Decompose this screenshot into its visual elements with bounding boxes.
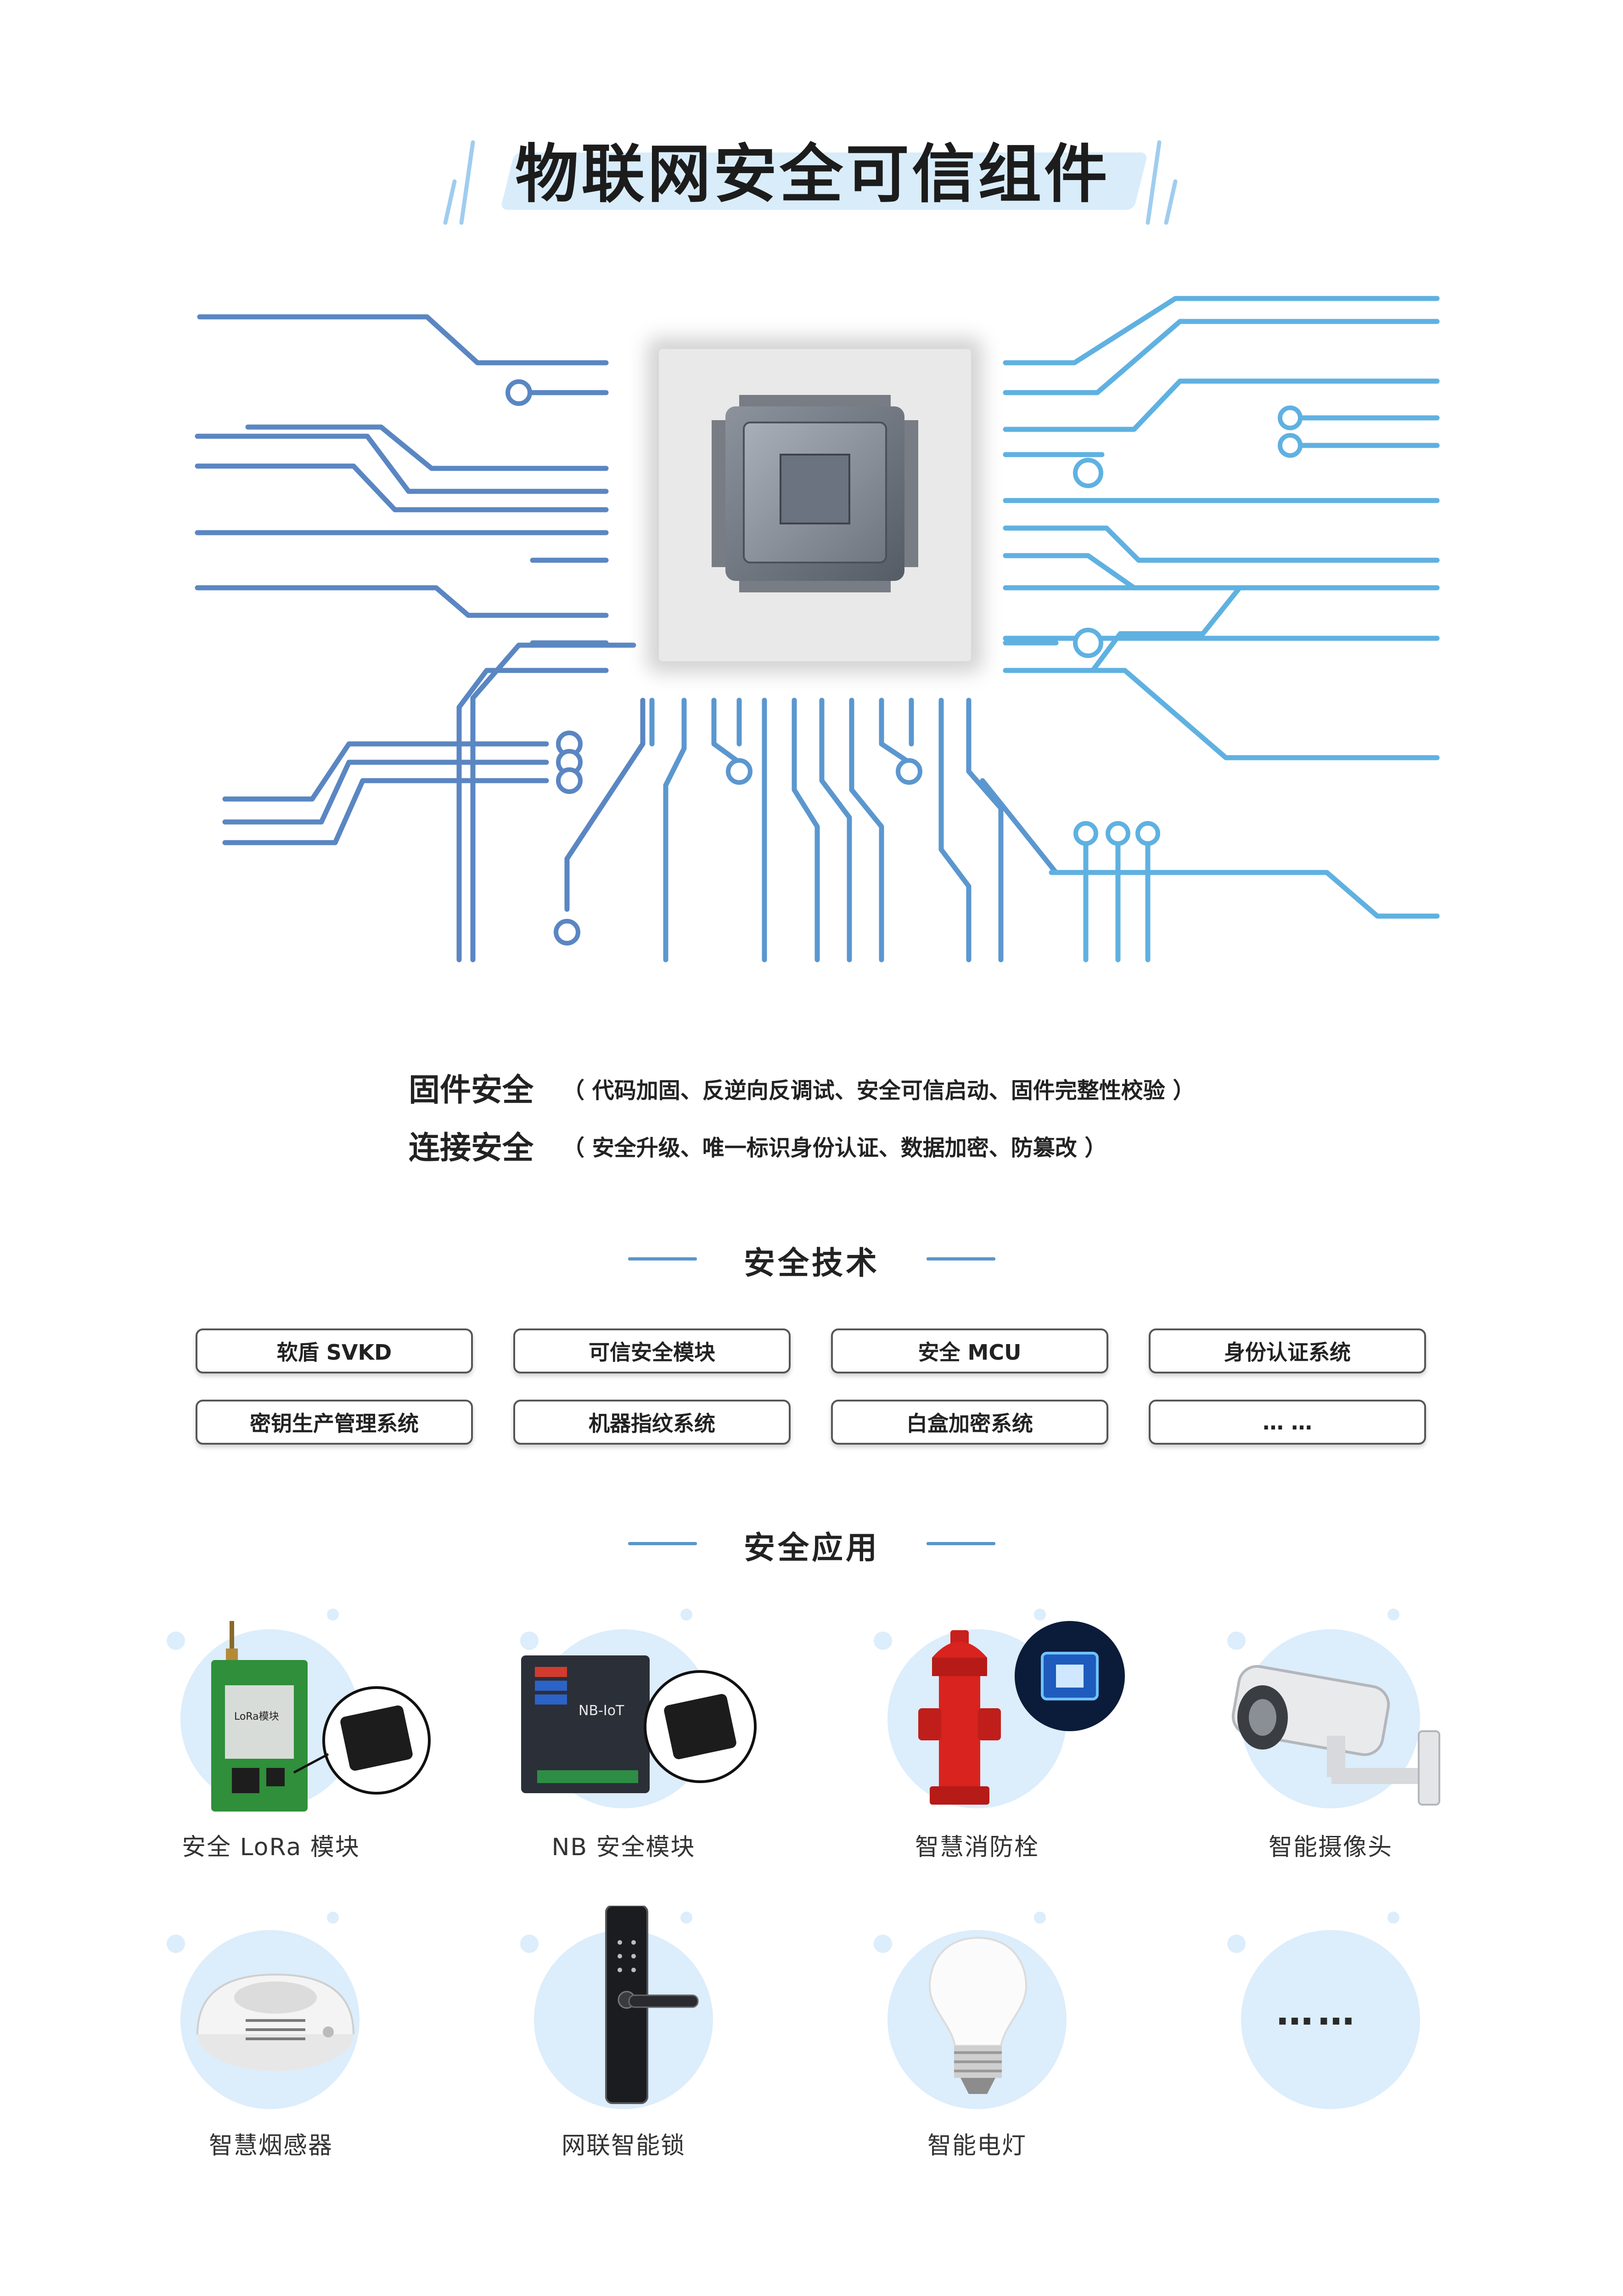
circuit-left-traces [195, 314, 646, 962]
decor-dot [167, 1632, 185, 1650]
decor-dot [680, 1912, 692, 1924]
decor-dot [1387, 1609, 1399, 1621]
nb-module-icon: NB-IoT [521, 1655, 757, 1793]
chip-icon [712, 395, 918, 592]
decor-dot [1034, 1912, 1046, 1924]
lora-device-text: LoRa模块 [234, 1711, 279, 1722]
app-circle-more [1241, 1930, 1420, 2109]
decor-dot [1227, 1935, 1246, 1953]
app-label-bulb: 智能电灯 [927, 2132, 1027, 2160]
title-slash-right [1146, 140, 1178, 225]
tech-item-more[interactable]: … … [1149, 1400, 1426, 1445]
nb-device-text: NB-IoT [578, 1703, 624, 1719]
tech-item-svkd[interactable]: 软盾 SVKD [196, 1328, 473, 1373]
feature-desc-firmware: （ 代码加固、反逆向反调试、安全可信启动、固件完整性校验 ） [562, 1078, 1195, 1103]
circuit-diagram [195, 296, 1440, 962]
decor-dot [520, 1632, 539, 1650]
tech-section-title: 安全技术 [743, 1245, 880, 1282]
app-label-hydrant: 智慧消防栓 [915, 1834, 1039, 1861]
app-label-camera: 智能摄像头 [1268, 1834, 1393, 1861]
app-header-line-left [628, 1542, 697, 1545]
decor-dot [1227, 1632, 1246, 1650]
feature-label-connection: 连接安全 [409, 1130, 534, 1166]
circuit-left-nodes [505, 379, 583, 945]
circuit-right-traces [1003, 296, 1440, 962]
tech-header-line-right [927, 1257, 995, 1261]
app-label-lock: 网联智能锁 [561, 2132, 685, 2160]
app-header-line-right [927, 1542, 995, 1545]
app-label-smoke: 智慧烟感器 [208, 2132, 333, 2160]
app-section-title: 安全应用 [743, 1530, 880, 1566]
more-icon: …… [1276, 1991, 1359, 2033]
camera-icon [1231, 1665, 1440, 1806]
title-slash-left [443, 140, 475, 225]
page-title: 物联网安全可信组件 [515, 137, 1110, 211]
feature-desc-connection: （ 安全升级、唯一标识身份认证、数据加密、防篡改 ） [562, 1135, 1107, 1161]
decor-dot [327, 1609, 339, 1621]
circuit-right-nodes [1073, 405, 1303, 846]
tech-item-whitebox-crypto[interactable]: 白盒加密系统 [831, 1400, 1108, 1445]
decor-dot [167, 1935, 185, 1953]
decor-dot [680, 1609, 692, 1621]
decor-dot [1034, 1609, 1046, 1621]
smoke-detector-icon [197, 1973, 354, 2071]
decor-dot [874, 1935, 892, 1953]
decor-dot [520, 1935, 539, 1953]
tech-item-machine-fingerprint[interactable]: 机器指纹系统 [513, 1400, 791, 1445]
tech-header-line-left [628, 1257, 697, 1261]
feature-label-firmware: 固件安全 [409, 1072, 534, 1109]
lora-module-icon: LoRa模块 [211, 1621, 431, 1812]
smart-lock-icon [605, 1906, 699, 2104]
tech-item-secure-mcu[interactable]: 安全 MCU [831, 1328, 1108, 1373]
light-bulb-icon [928, 1936, 1028, 2094]
decor-dot [874, 1632, 892, 1650]
app-label-lora: 安全 LoRa 模块 [182, 1834, 360, 1861]
circuit-bottom-traces [649, 698, 1059, 962]
app-label-nb: NB 安全模块 [551, 1834, 696, 1861]
tech-item-trusted-module[interactable]: 可信安全模块 [513, 1328, 791, 1373]
decor-dot [1387, 1912, 1399, 1924]
circuit-bottom-nodes [726, 758, 922, 785]
decor-dot [327, 1912, 339, 1924]
fire-hydrant-icon [918, 1621, 1125, 1805]
tech-item-key-management[interactable]: 密钥生产管理系统 [196, 1400, 473, 1445]
tech-item-identity-auth[interactable]: 身份认证系统 [1149, 1328, 1426, 1373]
